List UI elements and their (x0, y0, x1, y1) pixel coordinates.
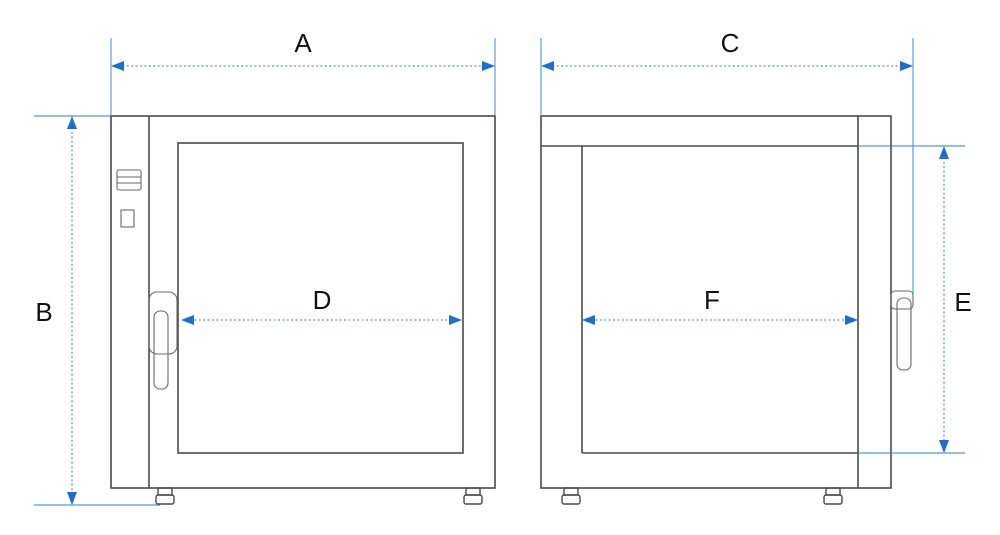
dimension-label-c: C (721, 28, 740, 58)
side-feet (561, 487, 843, 505)
dimension-e: E (858, 145, 972, 454)
arrow-left-icon (582, 315, 595, 325)
button-icon (120, 209, 135, 228)
front-right-foot (465, 487, 481, 496)
dimension-label-e: E (954, 287, 971, 317)
front-left-foot (157, 487, 173, 496)
front-body (110, 115, 496, 489)
side-view (540, 115, 914, 505)
arrow-up-icon (939, 146, 949, 159)
dimension-d: D (181, 285, 462, 325)
side-left-foot (563, 487, 579, 496)
dimension-c: C (540, 28, 914, 296)
arrow-right-icon (449, 315, 462, 325)
dimension-a: A (110, 28, 496, 116)
dimension-label-d: D (313, 285, 332, 315)
front-feet (155, 487, 483, 505)
dimension-b: B (34, 115, 160, 506)
control-panel (116, 169, 142, 228)
arrow-up-icon (67, 116, 77, 129)
front-window (177, 142, 464, 454)
dimension-f: F (582, 285, 858, 325)
arrow-left-icon (181, 315, 194, 325)
arrow-right-icon (482, 61, 495, 71)
arrow-left-icon (111, 61, 124, 71)
arrow-left-icon (541, 61, 554, 71)
side-door-handle-icon (890, 290, 914, 371)
arrow-right-icon (900, 61, 913, 71)
front-door-handle-icon (148, 291, 178, 390)
display-icon (116, 169, 142, 191)
side-right-foot (825, 487, 841, 496)
dimension-label-f: F (704, 285, 720, 315)
arrow-down-icon (939, 440, 949, 453)
arrow-down-icon (67, 492, 77, 505)
dimension-label-b: B (35, 297, 52, 327)
dimension-label-a: A (294, 28, 312, 58)
arrow-right-icon (845, 315, 858, 325)
front-view (110, 115, 496, 505)
